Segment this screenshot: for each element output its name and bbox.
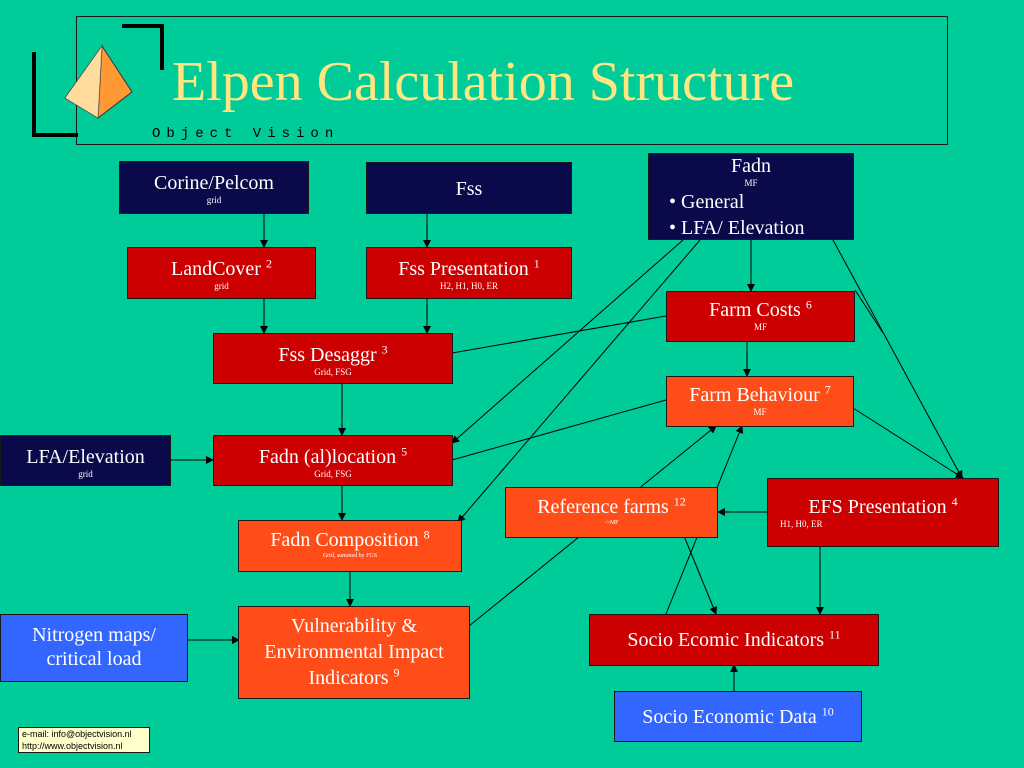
node-label: Reference farms 12 (537, 494, 686, 518)
node-fss-desaggr: Fss Desaggr 3 Grid, FSG (213, 333, 453, 384)
node-sub: Grid, summed by FGS (322, 553, 378, 559)
node-sub: Grid, FSG (314, 469, 352, 479)
page-title: Elpen Calculation Structure (172, 51, 795, 113)
node-sub: grid (206, 195, 222, 205)
arrow-reffarms-socioind (683, 535, 718, 615)
line-desaggr-costs (451, 315, 667, 354)
node-label: Farm Behaviour 7 (689, 382, 831, 406)
node-sub: H1, H0, ER (780, 519, 823, 529)
node-label: Farm Costs 6 (709, 297, 812, 321)
node-sub: MF (753, 407, 767, 417)
arrow-behaviour-efs (852, 407, 964, 479)
node-fadn-composition: Fadn Composition 8 Grid, summed by FGS (238, 520, 462, 572)
node-label: Vulnerability & Environmental Impact Ind… (264, 615, 444, 689)
fadn-list: • General • LFA/ Elevation (649, 189, 853, 241)
node-socio-indicators: Socio Ecomic Indicators 11 (589, 614, 879, 666)
node-sub: grid (214, 281, 229, 291)
node-label: Socio Ecomic Indicators 11 (627, 627, 841, 651)
node-vulnerability: Vulnerability & Environmental Impact Ind… (238, 606, 470, 699)
node-sub: Grid, FSG (314, 367, 352, 377)
node-label: Fss Presentation 1 (398, 256, 540, 280)
node-label: Fadn (al)location 5 (258, 444, 408, 468)
node-fadn-allocation: Fadn (al)location 5 Grid, FSG (213, 435, 453, 486)
node-fadn: Fadn MF • General • LFA/ Elevation (648, 153, 854, 240)
node-label: EFS Presentation 4 (808, 494, 958, 518)
pyramid-logo-icon (32, 24, 164, 137)
node-sub: H2, H1, H0, ER (440, 281, 498, 291)
contact-url: http://www.objectvision.nl (22, 741, 123, 751)
node-socio-data: Socio Economic Data 10 (614, 691, 862, 742)
list-item: • LFA/ Elevation (669, 217, 805, 239)
line-fadn-costs (854, 289, 884, 334)
node-sub: MF (744, 178, 758, 188)
node-label: Nitrogen maps/ critical load (32, 624, 156, 670)
node-sub: grid (78, 469, 93, 479)
node-label: LFA/Elevation (26, 446, 145, 468)
arrow-fadn-fadnloc (451, 239, 684, 444)
node-label: Corine/Pelcom (154, 172, 274, 194)
node-label: LandCover 2 (171, 256, 272, 280)
node-label: Socio Economic Data 10 (642, 704, 834, 728)
node-landcover: LandCover 2 grid (127, 247, 316, 299)
arrow-fadn-efs (832, 239, 963, 479)
list-item: • General (669, 191, 745, 213)
line-fadnloc-behaviour (451, 399, 667, 461)
node-sub: ->MF (604, 520, 619, 526)
title-frame (76, 16, 948, 145)
node-fss-presentation: Fss Presentation 1 H2, H1, H0, ER (366, 247, 572, 299)
node-efs-presentation: EFS Presentation 4 H1, H0, ER (767, 478, 999, 547)
arrow-fadn-comp (457, 239, 701, 523)
node-fss: Fss (366, 162, 572, 214)
node-label: Fadn (731, 155, 771, 177)
node-reference-farms: Reference farms 12 ->MF (505, 487, 718, 538)
contact-box: e-mail: info@objectvision.nl http://www.… (18, 727, 150, 753)
node-nitrogen-maps: Nitrogen maps/ critical load (0, 614, 188, 682)
node-corine-pelcom: Corine/Pelcom grid (119, 161, 309, 214)
node-sub: MF (753, 322, 767, 332)
logo-tagline: Object Vision (152, 126, 340, 142)
node-label: Fss (455, 178, 483, 200)
node-label: Fss Desaggr 3 (278, 342, 388, 366)
node-farm-costs: Farm Costs 6 MF (666, 291, 855, 342)
contact-email: e-mail: info@objectvision.nl (22, 729, 132, 739)
node-label: Fadn Composition 8 (270, 527, 430, 551)
node-lfa-elevation: LFA/Elevation grid (0, 435, 171, 486)
node-farm-behaviour: Farm Behaviour 7 MF (666, 376, 854, 427)
